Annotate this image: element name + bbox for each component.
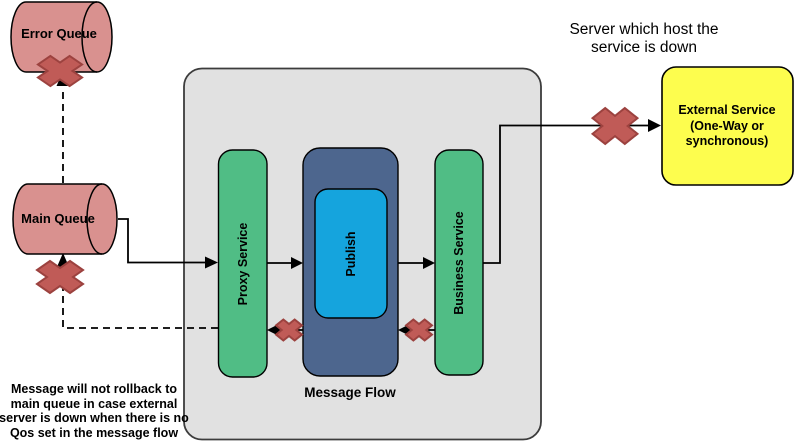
no-rollback-annotation-line2: main queue in case external: [10, 396, 178, 411]
error-x-on-error-queue: [28, 49, 91, 92]
error-x-external-service: [583, 100, 648, 151]
business-to-external-connector: [483, 124, 648, 264]
no-rollback-annotation: Message will not rollback to main queue …: [0, 382, 189, 440]
proxy-service-label: Proxy Service: [235, 222, 250, 305]
business-service-label: Business Service: [452, 210, 466, 315]
error-x-proxy-return: [270, 315, 307, 345]
external-service-label-line3: synchronous): [685, 134, 769, 148]
error-queue-label: Error Queue: [21, 26, 97, 41]
no-rollback-annotation-line3: server is down when there is no: [0, 411, 189, 426]
arrowhead-into-proxy: [205, 256, 218, 269]
no-rollback-annotation-line4: Qos set in the message flow: [9, 425, 179, 440]
main-queue-to-proxy-connector: [118, 218, 210, 264]
server-down-annotation-line1: Server which host the: [569, 21, 719, 38]
main-queue-cap-arc: [86, 183, 103, 255]
proxy-service-shape: [217, 149, 268, 378]
arrowhead-into-publish-container: [291, 257, 303, 269]
external-service-label-line2: (One-Way or: [690, 118, 764, 133]
error-x-business-return: [400, 315, 437, 345]
business-service-shape: [434, 149, 484, 376]
error-queue-cap-arc: [81, 1, 98, 73]
server-down-annotation-line2: service is down: [591, 39, 697, 56]
server-down-annotation: Server which host the service is down: [553, 21, 735, 57]
publish-shape: [314, 188, 388, 319]
main-queue-label: Main Queue: [21, 211, 95, 226]
arrowhead-into-business: [423, 257, 435, 269]
external-service-shape: [661, 66, 794, 186]
error-x-on-main-queue-rollback: [27, 254, 93, 300]
external-service-label: External Service (One-Way or synchronous…: [663, 103, 791, 150]
return-arrowhead-into-proxy: [267, 324, 279, 336]
message-flow-label: Message Flow: [304, 385, 396, 400]
arrowhead-into-external-service: [648, 119, 661, 132]
publish-label: Publish: [344, 230, 358, 277]
external-service-label-line1: External Service: [678, 103, 776, 117]
no-rollback-annotation-line1: Message will not rollback to: [10, 382, 177, 396]
